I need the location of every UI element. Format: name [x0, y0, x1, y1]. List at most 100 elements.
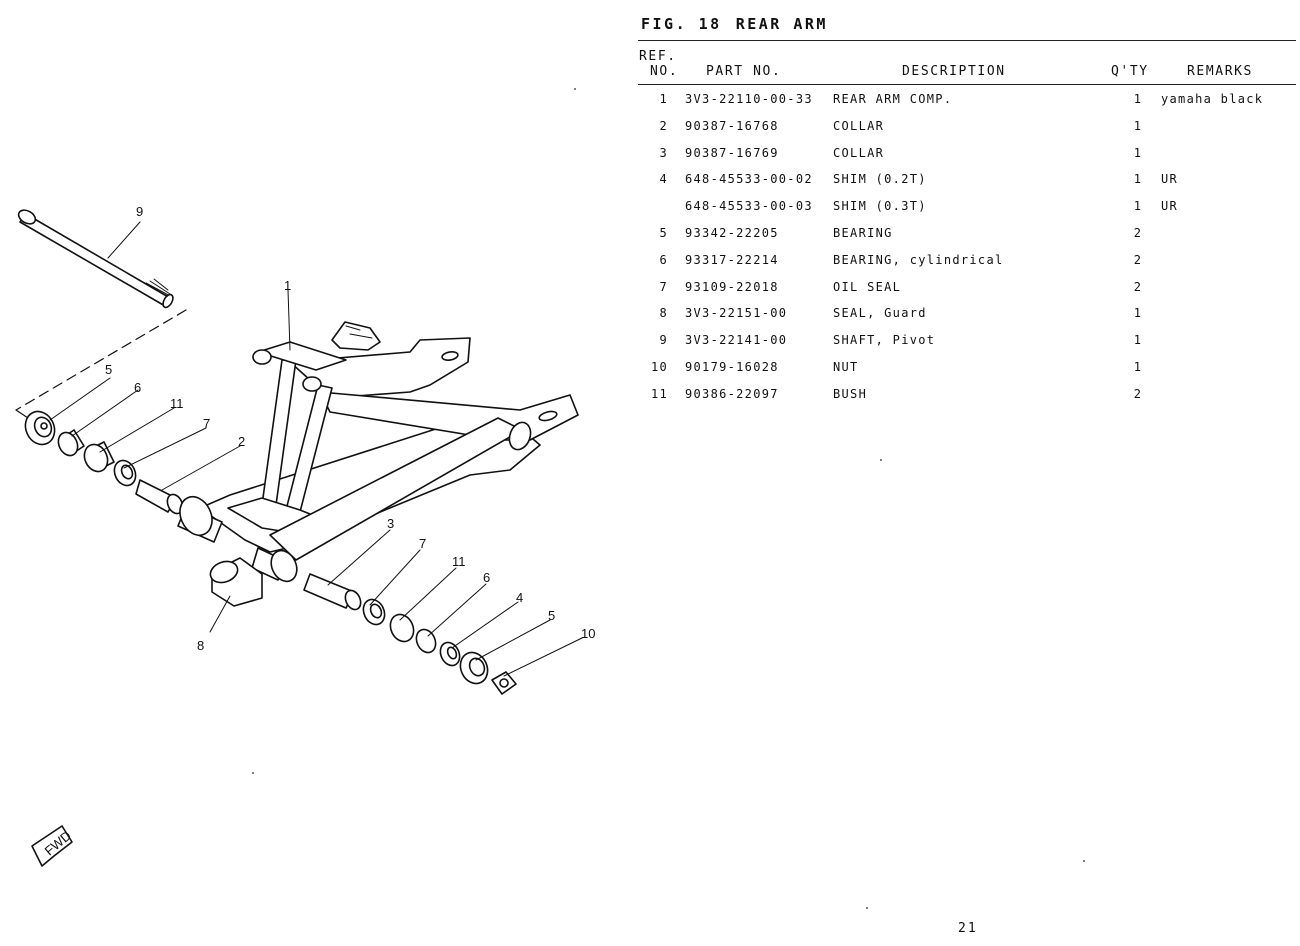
remarks-cell: UR — [1161, 199, 1179, 214]
description-cell: BEARING — [833, 225, 893, 240]
guard-seal-part — [209, 557, 263, 607]
description-cell: COLLAR — [833, 118, 885, 133]
description-cell: REAR ARM COMP. — [833, 92, 953, 106]
part-number-cell: 3V3-22141-00 — [685, 333, 788, 348]
callout-label: 5 — [548, 608, 555, 623]
qty-cell: 1 — [1133, 333, 1143, 348]
left-bearing-stack — [24, 410, 223, 543]
header-ref-top: REF. — [639, 49, 677, 64]
description-cell: SEAL, Guard — [833, 306, 927, 321]
callout-leaders — [49, 221, 583, 677]
table-row: 4 648-45533-00-02 SHIM (0.2T) 1 UR — [638, 168, 1296, 195]
ref-cell: 11 — [650, 386, 668, 401]
table-row: 6 93317-22214 BEARING, cylindrical 2 — [638, 249, 1296, 276]
table-row: 8 3V3-22151-00 SEAL, Guard 1 — [638, 302, 1296, 329]
qty-cell: 1 — [1133, 118, 1143, 133]
description-cell: OIL SEAL — [833, 279, 902, 294]
part-number-cell: 3V3-22110-00-33 — [685, 92, 813, 106]
part-number-cell: 90386-22097 — [685, 386, 779, 401]
ref-cell: 1 — [659, 92, 668, 106]
rear-arm-exploded-diagram: 9 1 5 6 11 7 2 3 7 11 6 4 5 10 8 FWD — [15, 204, 595, 867]
forward-direction-icon — [31, 825, 73, 867]
callout-label: 9 — [136, 204, 143, 219]
qty-cell: 2 — [1133, 386, 1143, 401]
callout-label: 4 — [516, 590, 523, 605]
part-number-cell: 93109-22018 — [685, 279, 779, 294]
ref-cell: 2 — [659, 118, 668, 133]
qty-cell: 1 — [1133, 199, 1143, 214]
table-row: 10 90179-16028 NUT 1 — [638, 356, 1296, 383]
description-cell: SHIM (0.2T) — [833, 172, 927, 187]
ref-cell: 6 — [659, 252, 668, 267]
table-row: 1 3V3-22110-00-33 REAR ARM COMP. 1 yamaha bl… — [638, 88, 1296, 115]
remarks-cell: yamaha black — [1161, 92, 1264, 106]
table-row: 7 93109-22018 OIL SEAL 2 — [638, 276, 1296, 303]
table-row: 648-45533-00-03 SHIM (0.3T) 1 UR — [638, 195, 1296, 222]
callout-label: 7 — [203, 416, 210, 431]
qty-cell: 2 — [1133, 279, 1143, 294]
remarks-cell: UR — [1161, 172, 1179, 187]
title-rule — [638, 40, 1296, 41]
table-row: 11 90386-22097 BUSH 2 — [638, 383, 1296, 410]
qty-cell: 1 — [1133, 306, 1143, 321]
table-row: 9 3V3-22141-00 SHAFT, Pivot 1 — [638, 329, 1296, 356]
callout-label: 11 — [452, 554, 466, 569]
part-number-cell: 93342-22205 — [685, 225, 779, 240]
header-rule — [638, 84, 1296, 85]
description-cell: BEARING, cylindrical — [833, 252, 1004, 267]
callout-label: 2 — [238, 434, 245, 449]
callout-label: 7 — [419, 536, 426, 551]
part-number-cell: 90387-16768 — [685, 118, 779, 133]
callout-label: 1 — [284, 278, 291, 293]
page-number: 21 — [958, 921, 978, 936]
figure-name: REAR ARM — [735, 15, 828, 33]
ref-cell: 5 — [659, 225, 668, 240]
callout-label: 6 — [483, 570, 490, 585]
parts-table-body: 1 3V3-22110-00-33 REAR ARM COMP. 1 yamaha bl… — [638, 88, 1296, 410]
assembly-axis-left — [15, 309, 187, 411]
table-header: REF. NO. PART NO. DESCRIPTION Q'TY REMAR… — [638, 48, 1296, 82]
rear-arm-frame — [199, 321, 579, 561]
description-cell: COLLAR — [833, 145, 885, 160]
description-cell: SHAFT, Pivot — [833, 333, 936, 348]
description-cell: NUT — [833, 359, 859, 374]
table-row: 2 90387-16768 COLLAR 1 — [638, 115, 1296, 142]
header-ref-bottom: NO. — [650, 64, 679, 79]
ref-cell: 3 — [659, 145, 668, 160]
callout-label: 11 — [170, 396, 184, 411]
ref-cell: 4 — [659, 172, 668, 187]
callout-label: 5 — [105, 362, 112, 377]
part-number-cell: 90179-16028 — [685, 359, 779, 374]
qty-cell: 1 — [1133, 172, 1143, 187]
callout-label: 3 — [387, 516, 394, 531]
qty-cell: 1 — [1133, 359, 1143, 374]
qty-cell: 1 — [1133, 145, 1143, 160]
part-number-cell: 90387-16769 — [685, 145, 779, 160]
part-number-cell: 93317-22214 — [685, 252, 779, 267]
header-description: DESCRIPTION — [902, 64, 1006, 79]
header-remarks: REMARKS — [1187, 64, 1253, 79]
ref-cell: 7 — [659, 279, 668, 294]
qty-cell: 1 — [1133, 92, 1143, 106]
callout-label: 8 — [197, 638, 204, 653]
part-number-cell: 648-45533-00-02 — [685, 172, 813, 187]
ref-cell: 8 — [659, 306, 668, 321]
ref-cell: 10 — [650, 359, 668, 374]
description-cell: BUSH — [833, 386, 868, 401]
header-qty: Q'TY — [1111, 64, 1149, 79]
description-cell: SHIM (0.3T) — [833, 199, 927, 214]
ref-cell: 9 — [659, 333, 668, 348]
figure-title: FIG. 18 REAR ARM — [641, 15, 842, 33]
qty-cell: 2 — [1133, 225, 1143, 240]
part-number-cell: 648-45533-00-03 — [685, 199, 813, 214]
header-part-no: PART NO. — [706, 64, 782, 79]
figure-number: FIG. 18 — [641, 15, 722, 33]
right-bearing-stack — [251, 547, 517, 695]
callout-label: 6 — [134, 380, 141, 395]
pivot-shaft-part — [17, 209, 174, 309]
qty-cell: 2 — [1133, 252, 1143, 267]
part-number-cell: 3V3-22151-00 — [685, 306, 788, 321]
table-row: 5 93342-22205 BEARING 2 — [638, 222, 1296, 249]
table-row: 3 90387-16769 COLLAR 1 — [638, 142, 1296, 169]
callout-label: 10 — [581, 626, 595, 641]
